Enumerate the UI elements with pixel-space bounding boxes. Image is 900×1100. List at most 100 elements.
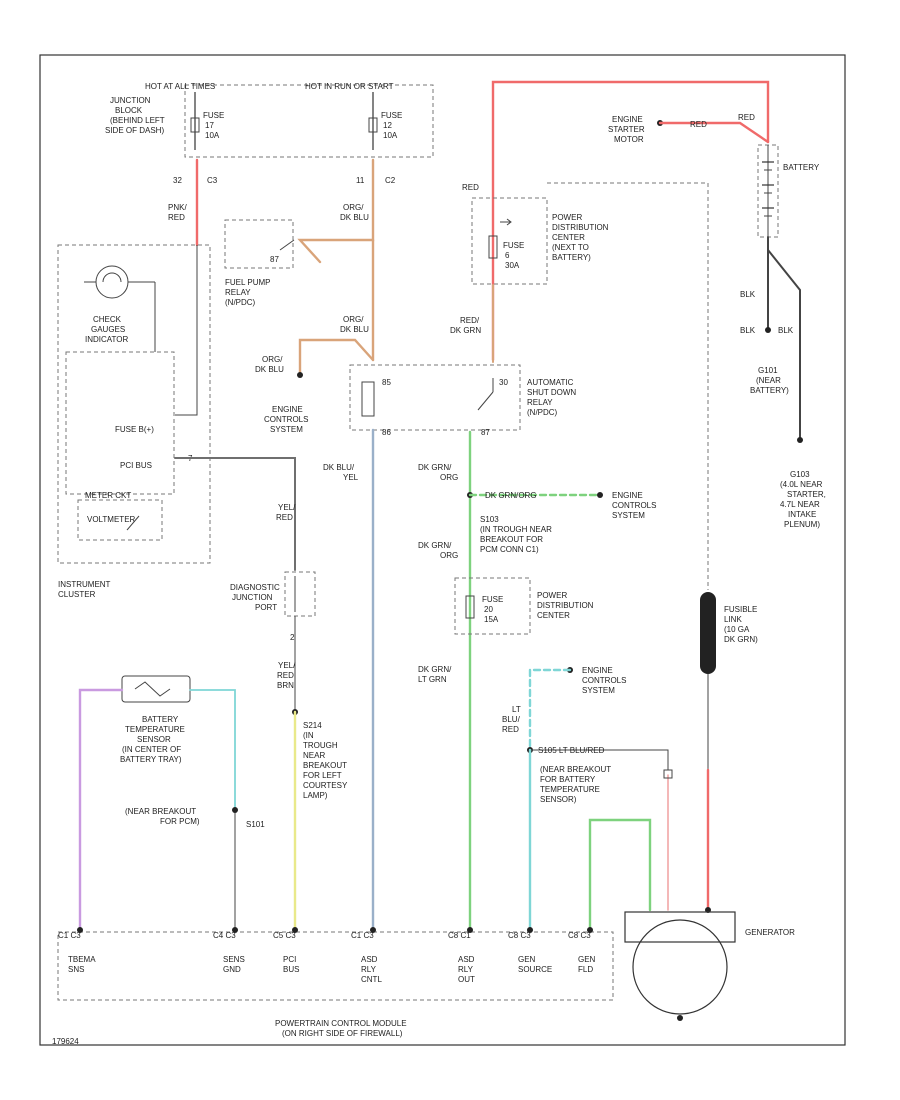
svg-text:ENGINE: ENGINE (272, 405, 303, 414)
svg-text:RED: RED (502, 725, 519, 734)
svg-text:POWER: POWER (537, 591, 567, 600)
pcm-pin-number: C8 C1 (448, 931, 471, 940)
svg-text:SHUT DOWN: SHUT DOWN (527, 388, 576, 397)
svg-text:S103: S103 (480, 515, 499, 524)
fuse-17-icon (190, 117, 200, 133)
diagram-code-label: 179624 (52, 1037, 79, 1046)
svg-text:NEAR: NEAR (303, 751, 325, 760)
fuel-pump-relay: 87 (224, 219, 295, 269)
pcm-label: POWERTRAIN CONTROL MODULE (ON RIGHT SIDE… (275, 1019, 407, 1038)
hot-in-run-label: HOT IN RUN OR START (305, 82, 394, 91)
pcm-pin-label: FLD (578, 965, 593, 974)
svg-text:YEL/: YEL/ (278, 503, 296, 512)
svg-text:12: 12 (383, 121, 392, 130)
svg-text:LT GRN: LT GRN (418, 675, 447, 684)
svg-text:ORG/: ORG/ (343, 315, 364, 324)
svg-text:RELAY: RELAY (527, 398, 553, 407)
svg-text:SYSTEM: SYSTEM (582, 686, 615, 695)
junction-block-label: JUNCTION BLOCK (BEHIND LEFT SIDE OF DASH… (105, 96, 165, 135)
pcm-pin-label: GEN (518, 955, 536, 964)
meter-ckt-label: METER CKT (85, 491, 131, 500)
svg-text:CLUSTER: CLUSTER (58, 590, 96, 599)
svg-text:BATTERY: BATTERY (142, 715, 179, 724)
junction-block: HOT AT ALL TIMES HOT IN RUN OR START JUN… (105, 82, 434, 158)
sens-gnd-teal-wire (189, 689, 236, 811)
yel-red-label-1: YEL/ RED (276, 503, 296, 522)
svg-text:(N/PDC): (N/PDC) (225, 298, 256, 307)
pcm-pin-label: GND (223, 965, 241, 974)
svg-text:SIDE OF DASH): SIDE OF DASH) (105, 126, 164, 135)
svg-text:DK GRN: DK GRN (450, 326, 481, 335)
svg-text:RELAY: RELAY (225, 288, 251, 297)
s103-label: S103 (IN TROUGH NEAR BREAKOUT FOR PCM CO… (480, 515, 552, 554)
pci-bus-left-label: PCI BUS (120, 461, 152, 470)
svg-text:LT: LT (512, 705, 521, 714)
svg-text:BREAKOUT FOR: BREAKOUT FOR (480, 535, 543, 544)
c2-right-label: C2 (385, 176, 396, 185)
ecs-connector-dot (297, 372, 303, 378)
svg-text:SYSTEM: SYSTEM (270, 425, 303, 434)
svg-text:PCM CONN C1): PCM CONN C1) (480, 545, 539, 554)
org-dk-blu-wire-ecs (298, 338, 375, 374)
svg-text:6: 6 (505, 251, 510, 260)
pcm-pin-label: ASD (458, 955, 475, 964)
s101-splice-dot (232, 807, 238, 813)
svg-text:PORT: PORT (255, 603, 277, 612)
svg-text:ENGINE: ENGINE (612, 491, 643, 500)
instrument-cluster-label: INSTRUMENT CLUSTER (58, 580, 111, 599)
svg-text:AUTOMATIC: AUTOMATIC (527, 378, 574, 387)
svg-text:FUSE: FUSE (482, 595, 503, 604)
yel-red-brn-label: YEL/ RED BRN (277, 661, 296, 690)
svg-text:TEMPERATURE: TEMPERATURE (125, 725, 185, 734)
org-dk-blu-wire-relay (297, 158, 375, 264)
svg-text:(IN CENTER OF: (IN CENTER OF (122, 745, 181, 754)
hot-at-all-times-label: HOT AT ALL TIMES (145, 82, 215, 91)
fuse-b-plus-wire (175, 245, 198, 416)
org-dk-blu-label-2: ORG/ DK BLU (340, 315, 369, 334)
pdc-lower: FUSE 20 15A (454, 577, 531, 635)
pcm-pin-label: RLY (458, 965, 474, 974)
c3-left-label: C3 (207, 176, 218, 185)
diagram-frame (39, 54, 846, 1046)
pcm-pin-number: C5 C3 (273, 931, 296, 940)
svg-text:BATTERY): BATTERY) (750, 386, 789, 395)
pcm-pin-dot (587, 927, 593, 933)
svg-text:DK GRN/: DK GRN/ (418, 665, 452, 674)
fuse-20-icon (465, 595, 475, 619)
pcm-pin-dot (232, 927, 238, 933)
svg-text:ORG/: ORG/ (262, 355, 283, 364)
fuse-b-plus-label: FUSE B(+) (115, 425, 154, 434)
svg-text:CENTER: CENTER (552, 233, 585, 242)
pcm-pin-label: SOURCE (518, 965, 552, 974)
pcm-pin-number: C8 C3 (568, 931, 591, 940)
pcm-pin-dot (292, 927, 298, 933)
pcm-pin-label: PCI (283, 955, 296, 964)
svg-text:DK GRN/: DK GRN/ (418, 541, 452, 550)
svg-text:(NEXT TO: (NEXT TO (552, 243, 589, 252)
svg-text:G101: G101 (758, 366, 778, 375)
svg-text:PLENUM): PLENUM) (784, 520, 820, 529)
svg-text:BATTERY): BATTERY) (552, 253, 591, 262)
svg-text:20: 20 (484, 605, 493, 614)
check-gauges-lamp-icon (95, 265, 129, 299)
engine-starter-motor-label: ENGINE STARTER MOTOR (608, 115, 645, 144)
diagnostic-junction-port-label: DIAGNOSTIC JUNCTION PORT (230, 583, 280, 612)
pcm-pin-dot (467, 927, 473, 933)
svg-text:FUSIBLE: FUSIBLE (724, 605, 757, 614)
battery-temperature-sensor (121, 675, 191, 703)
near-breakout-battery-label: (NEAR BREAKOUT FOR BATTERY TEMPERATURE S… (540, 765, 611, 804)
org-dk-blu-label-3: ORG/ DK BLU (255, 355, 284, 374)
pcm-pin-label: RLY (361, 965, 377, 974)
svg-text:INSTRUMENT: INSTRUMENT (58, 580, 111, 589)
diagnostic-junction-port: 2 (284, 571, 316, 642)
fuse-17-label: FUSE 17 10A (203, 111, 224, 140)
svg-text:YEL: YEL (343, 473, 359, 482)
svg-text:S214: S214 (303, 721, 322, 730)
battery-ground-wire-g103 (767, 249, 801, 441)
svg-text:BATTERY TRAY): BATTERY TRAY) (120, 755, 182, 764)
svg-text:30: 30 (499, 378, 508, 387)
svg-text:DIAGNOSTIC: DIAGNOSTIC (230, 583, 280, 592)
s105-wire-label: S105 LT BLU/RED (538, 746, 605, 755)
g101-label: G101 (NEAR BATTERY) (750, 366, 789, 395)
